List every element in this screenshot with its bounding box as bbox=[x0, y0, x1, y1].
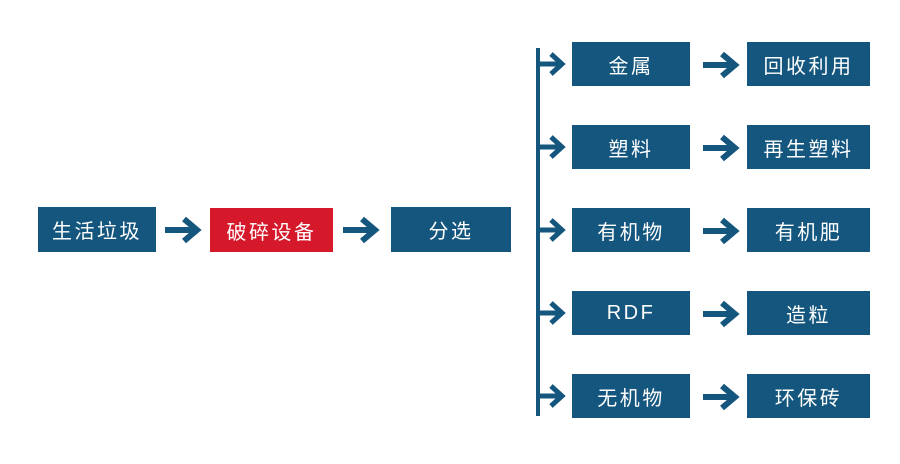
result-node-granulation-label: 造粒 bbox=[786, 304, 831, 327]
result-node-recycled-plastic-label: 再生塑料 bbox=[763, 138, 854, 161]
branch-node-organic: 有机物 bbox=[572, 208, 690, 252]
branch-node-plastic-label: 塑料 bbox=[608, 138, 654, 161]
branch-node-rdf-label: RDF bbox=[606, 301, 656, 324]
flow-arrow-icon bbox=[703, 51, 740, 79]
branch-node-inorganic: 无机物 bbox=[572, 374, 690, 418]
branch-node-metal-label: 金属 bbox=[608, 55, 654, 78]
node-sorting-label: 分选 bbox=[428, 221, 474, 243]
branch-node-inorganic-label: 无机物 bbox=[597, 387, 665, 410]
flow-arrow-icon bbox=[165, 216, 202, 244]
branch-arrow-icon bbox=[539, 384, 566, 408]
result-node-eco-brick-label: 环保砖 bbox=[774, 387, 843, 410]
flow-arrow-icon bbox=[703, 383, 740, 411]
result-node-recycled-plastic: 再生塑料 bbox=[747, 125, 870, 169]
branch-connector-line bbox=[536, 48, 540, 416]
branch-node-organic-label: 有机物 bbox=[597, 221, 665, 244]
result-node-recycling: 回收利用 bbox=[747, 42, 870, 86]
branch-arrow-icon bbox=[539, 301, 566, 325]
flow-arrow-icon bbox=[703, 217, 740, 245]
result-node-eco-brick: 环保砖 bbox=[747, 374, 870, 418]
node-sorting: 分选 bbox=[391, 207, 511, 252]
result-node-recycling-label: 回收利用 bbox=[763, 55, 854, 78]
node-household-waste-label: 生活垃圾 bbox=[52, 221, 142, 243]
flow-arrow-icon bbox=[703, 300, 740, 328]
flow-arrow-icon bbox=[703, 134, 740, 162]
node-crushing-equipment-label: 破碎设备 bbox=[226, 221, 317, 244]
result-node-granulation: 造粒 bbox=[747, 291, 870, 335]
branch-arrow-icon bbox=[539, 135, 566, 159]
result-node-organic-fertilizer-label: 有机肥 bbox=[774, 221, 843, 244]
branch-node-rdf: RDF bbox=[572, 291, 690, 335]
flow-arrow-icon bbox=[343, 216, 380, 244]
branch-node-plastic: 塑料 bbox=[572, 125, 690, 169]
node-household-waste: 生活垃圾 bbox=[38, 207, 156, 252]
branch-arrow-icon bbox=[539, 218, 566, 242]
node-crushing-equipment: 破碎设备 bbox=[210, 208, 333, 252]
branch-node-metal: 金属 bbox=[572, 42, 690, 86]
result-node-organic-fertilizer: 有机肥 bbox=[747, 208, 870, 252]
branch-arrow-icon bbox=[539, 52, 566, 76]
